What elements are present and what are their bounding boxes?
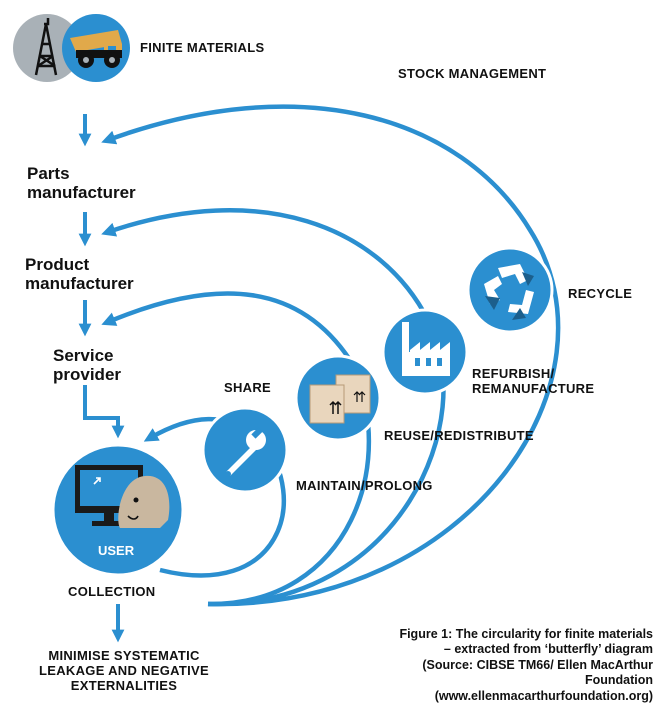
mining-truck-icon bbox=[70, 30, 122, 68]
reuse-label: REUSE/REDISTRIBUTE bbox=[384, 428, 534, 443]
person-icon bbox=[118, 475, 170, 528]
boxes-icon bbox=[309, 374, 371, 424]
reuse-node bbox=[294, 354, 382, 442]
service-provider-label: Service provider bbox=[53, 346, 122, 384]
figure-caption: Figure 1: The circularity for finite mat… bbox=[399, 626, 653, 703]
collection-label: COLLECTION bbox=[68, 584, 156, 599]
parts-manufacturer-label: Parts manufacturer bbox=[27, 164, 136, 202]
recycle-icon bbox=[484, 264, 534, 320]
finite-materials-label: FINITE MATERIALS bbox=[140, 40, 265, 55]
user-node bbox=[51, 443, 185, 577]
refurbish-node bbox=[381, 308, 469, 396]
recycle-label: RECYCLE bbox=[568, 286, 633, 301]
oil-rig-icon bbox=[34, 18, 58, 76]
flow-arrows bbox=[78, 114, 125, 643]
factory-icon bbox=[402, 322, 450, 376]
product-manufacturer-label: Product manufacturer bbox=[25, 255, 134, 293]
maintain-node bbox=[201, 406, 289, 494]
wrench-icon bbox=[225, 427, 266, 477]
finite-materials-icons bbox=[13, 14, 130, 82]
minimise-label: MINIMISE SYSTEMATIC LEAKAGE AND NEGATIVE… bbox=[39, 648, 209, 693]
recycle-loop bbox=[101, 104, 561, 607]
stock-management-label: STOCK MANAGEMENT bbox=[398, 66, 547, 81]
maintain-label: MAINTAIN/PROLONG bbox=[296, 478, 433, 493]
recycle-node bbox=[466, 246, 554, 334]
share-label: SHARE bbox=[224, 380, 272, 395]
user-label: USER bbox=[98, 543, 135, 558]
refurbish-label: REFURBISH/ REMANUFACTURE bbox=[472, 366, 595, 396]
